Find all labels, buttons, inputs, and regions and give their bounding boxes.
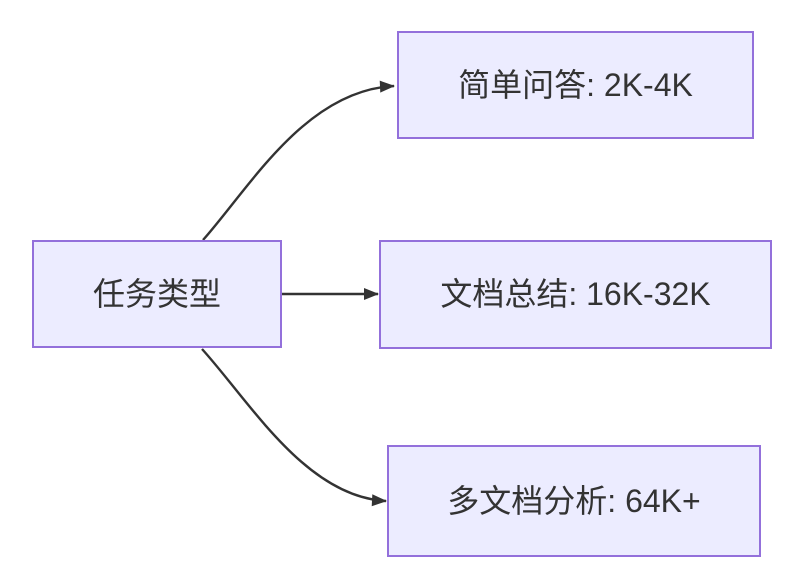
node-task-type-label: 任务类型 [92, 275, 221, 312]
edge-root-to-simple-qa [202, 80, 395, 241]
node-multi-doc: 多文档分析: 64K+ [387, 445, 761, 557]
node-simple-qa-label: 简单问答: 2K-4K [458, 66, 693, 103]
node-multi-doc-label: 多文档分析: 64K+ [447, 482, 701, 519]
node-task-type: 任务类型 [32, 240, 282, 348]
node-doc-summary: 文档总结: 16K-32K [379, 240, 772, 349]
node-doc-summary-label: 文档总结: 16K-32K [440, 276, 711, 313]
edge-root-to-multi-doc [201, 348, 387, 507]
node-simple-qa: 简单问答: 2K-4K [397, 31, 754, 139]
